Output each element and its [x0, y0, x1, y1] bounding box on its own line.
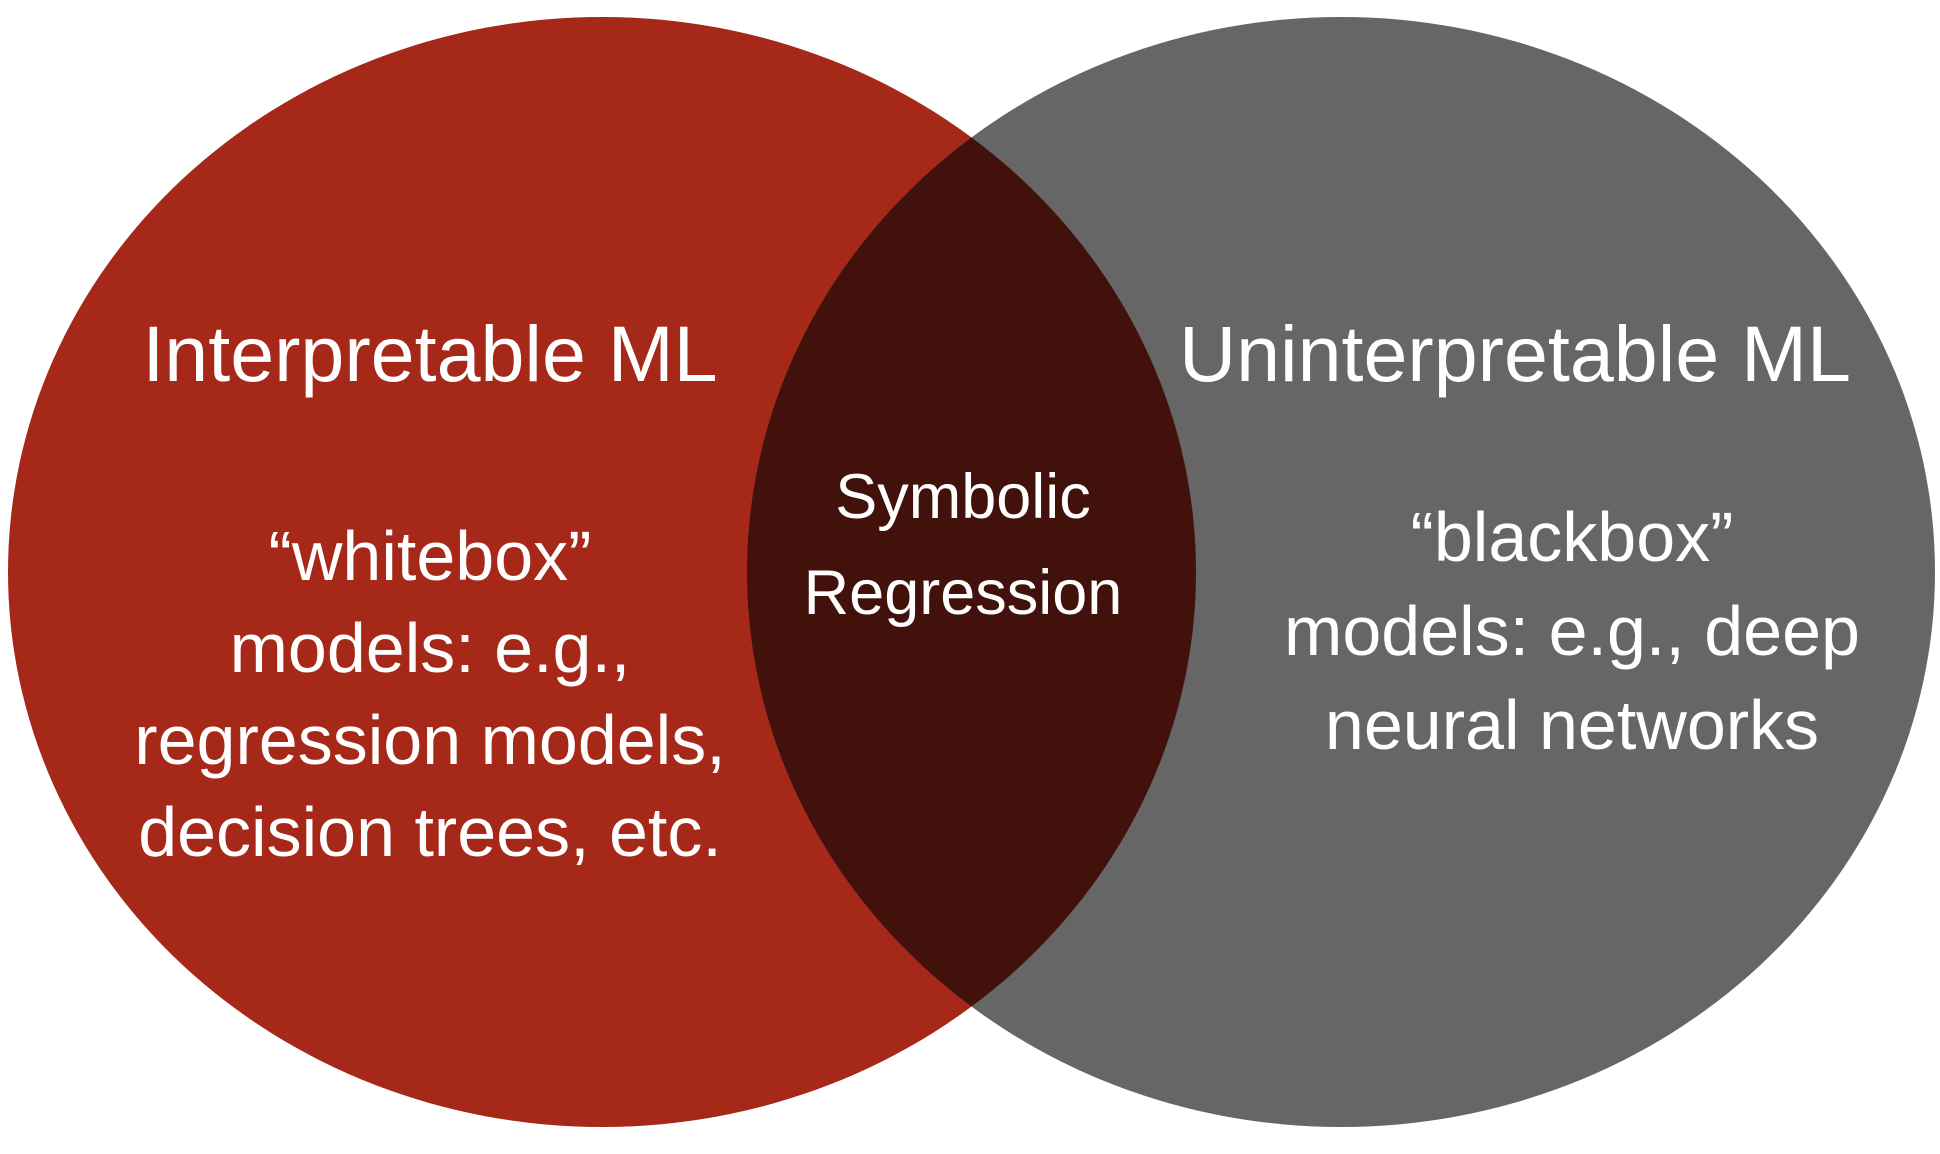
left-title: Interpretable ML [142, 309, 717, 398]
overlap-region [747, 17, 1196, 1127]
left-line-1: “whitebox” [269, 517, 592, 595]
left-line-2: models: e.g., [230, 609, 631, 687]
right-line-1: “blackbox” [1411, 498, 1734, 576]
left-line-3: regression models, [134, 701, 725, 779]
overlap-line-2: Regression [804, 558, 1123, 628]
left-line-4: decision trees, etc. [138, 793, 722, 871]
overlap-line-1: Symbolic [835, 462, 1091, 532]
right-line-3: neural networks [1325, 686, 1819, 764]
right-line-2: models: e.g., deep [1284, 592, 1860, 670]
right-title: Uninterpretable ML [1179, 309, 1851, 398]
